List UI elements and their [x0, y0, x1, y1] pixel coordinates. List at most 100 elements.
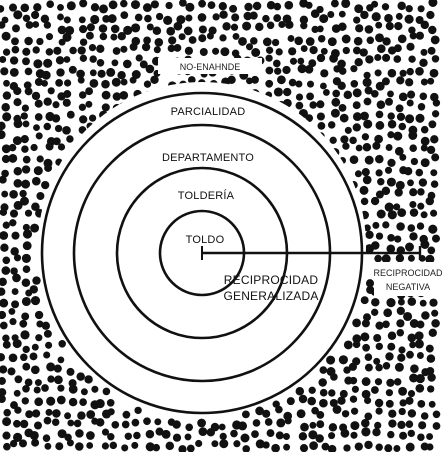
- texture-dot: [339, 355, 348, 364]
- texture-dot: [238, 421, 247, 430]
- texture-dot: [251, 76, 259, 84]
- texture-dot: [421, 137, 430, 146]
- texture-dot: [31, 11, 39, 19]
- texture-dot: [288, 47, 296, 55]
- texture-dot: [276, 48, 283, 55]
- texture-dot: [426, 345, 434, 353]
- texture-dot: [339, 11, 346, 18]
- texture-dot: [212, 48, 219, 55]
- texture-dot: [22, 254, 31, 263]
- texture-dot: [399, 408, 406, 415]
- texture-dot: [287, 397, 295, 405]
- texture-dot: [162, 430, 171, 439]
- texture-dot: [360, 112, 369, 121]
- texture-dot: [326, 356, 335, 365]
- texture-dot: [23, 265, 31, 273]
- texture-dot: [25, 87, 33, 95]
- texture-dot: [386, 379, 394, 387]
- texture-dot: [74, 420, 82, 428]
- texture-dot: [31, 439, 39, 447]
- texture-dot: [426, 443, 433, 450]
- texture-dot: [364, 98, 372, 106]
- texture-dot: [10, 56, 18, 64]
- texture-dot: [353, 88, 362, 97]
- texture-dot: [350, 155, 359, 164]
- texture-dot: [30, 285, 38, 293]
- texture-dot: [166, 27, 175, 36]
- texture-dot: [374, 255, 382, 263]
- texture-dot: [179, 0, 187, 7]
- texture-dot: [199, 25, 207, 33]
- texture-dot: [372, 428, 380, 436]
- texture-dot: [377, 100, 386, 109]
- texture-dot: [375, 364, 383, 372]
- texture-dot: [351, 408, 358, 415]
- texture-dot: [410, 208, 418, 216]
- texture-dot: [0, 122, 6, 130]
- texture-dot: [375, 69, 382, 76]
- texture-dot: [20, 354, 28, 362]
- texture-dot: [417, 321, 425, 329]
- texture-dot: [417, 203, 424, 210]
- texture-dot: [397, 2, 405, 10]
- texture-dot: [365, 156, 374, 165]
- texture-dot: [11, 37, 19, 45]
- texture-dot: [165, 2, 172, 9]
- texture-dot: [371, 1, 378, 8]
- texture-dot: [125, 433, 132, 440]
- texture-dot: [363, 176, 372, 185]
- texture-dot: [333, 405, 342, 414]
- texture-dot: [283, 444, 290, 451]
- texture-dot: [317, 112, 325, 120]
- texture-dot: [354, 37, 363, 46]
- texture-dot: [428, 225, 437, 234]
- texture-dot: [428, 120, 436, 128]
- texture-dot: [299, 395, 307, 403]
- texture-dot: [1, 266, 10, 275]
- texture-dot: [396, 222, 405, 231]
- texture-dot: [21, 135, 29, 143]
- texture-dot: [90, 69, 97, 76]
- texture-dot: [130, 77, 137, 84]
- texture-dot: [67, 1, 76, 10]
- texture-dot: [300, 22, 307, 29]
- texture-dot: [415, 114, 424, 123]
- texture-dot: [79, 0, 87, 7]
- texture-dot: [19, 320, 27, 328]
- texture-dot: [353, 341, 361, 349]
- texture-dot: [144, 15, 152, 23]
- texture-dot: [90, 15, 99, 24]
- texture-dot: [397, 329, 405, 337]
- texture-dot: [64, 79, 71, 86]
- texture-dot: [57, 396, 66, 405]
- texture-dot: [250, 37, 258, 45]
- texture-dot: [285, 20, 293, 28]
- texture-dot: [110, 442, 118, 450]
- texture-dot: [382, 3, 389, 10]
- texture-dot: [33, 46, 40, 53]
- texture-dot: [363, 78, 372, 87]
- texture-dot: [3, 222, 10, 229]
- texture-dot: [207, 428, 215, 436]
- texture-dot: [273, 60, 281, 68]
- texture-dot: [273, 3, 281, 11]
- texture-dot: [106, 68, 115, 77]
- texture-dot: [409, 144, 417, 152]
- texture-dot: [108, 408, 115, 415]
- texture-dot: [184, 27, 193, 36]
- texture-dot: [376, 232, 383, 239]
- texture-dot: [10, 210, 18, 218]
- texture-dot: [22, 48, 30, 56]
- texture-dot: [367, 37, 374, 44]
- texture-dot: [388, 120, 397, 129]
- label-reciprocidad-negativa-2: NEGATIVA: [386, 282, 430, 292]
- texture-dot: [242, 445, 250, 452]
- texture-dot: [394, 22, 402, 30]
- texture-dot: [420, 300, 427, 307]
- texture-dot: [43, 351, 50, 358]
- texture-dot: [329, 423, 337, 431]
- texture-dot: [136, 54, 143, 61]
- texture-dot: [102, 103, 110, 111]
- texture-dot: [283, 433, 290, 440]
- texture-dot: [406, 420, 414, 428]
